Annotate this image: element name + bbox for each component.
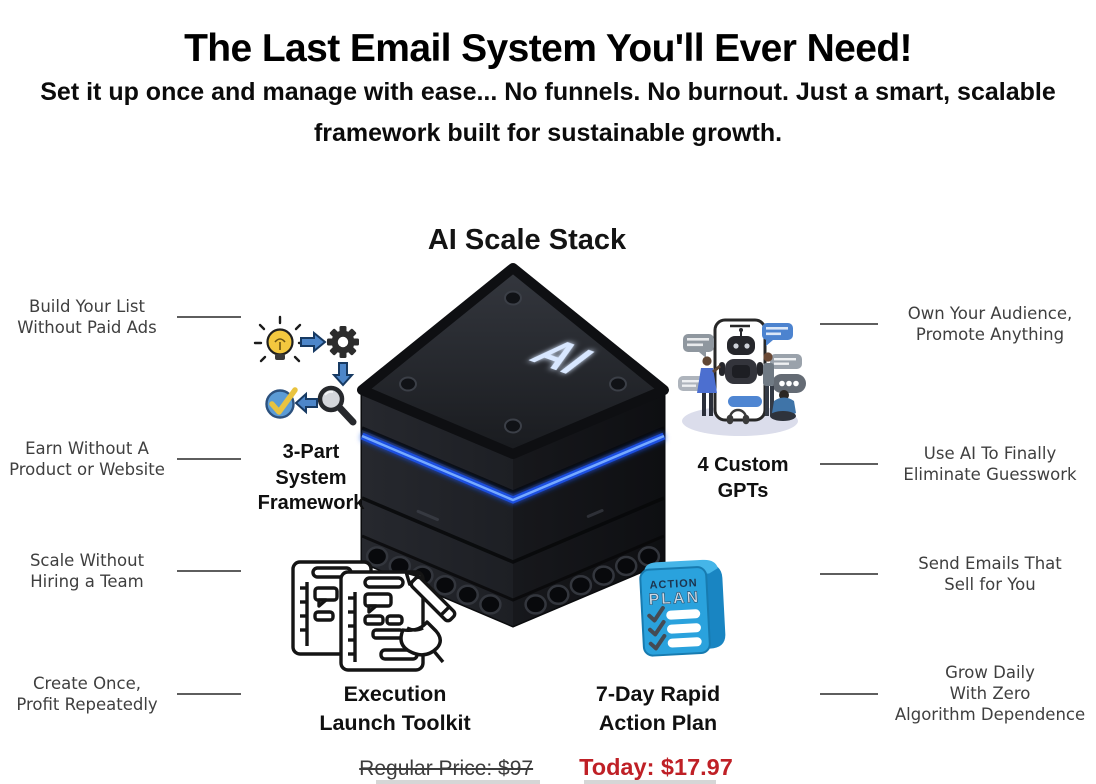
benefit-label: Build Your List Without Paid Ads bbox=[17, 297, 157, 337]
regular-price: Regular Price: $97 bbox=[359, 757, 534, 780]
feature-label-execution-toolkit: Execution Launch Toolkit bbox=[319, 682, 471, 735]
cube-top-face bbox=[357, 263, 669, 459]
cube-screws bbox=[399, 290, 627, 434]
checklist-rows bbox=[647, 605, 702, 651]
cube-face-marking bbox=[416, 509, 439, 522]
cube-seam bbox=[361, 426, 665, 494]
lightbulb-icon bbox=[253, 315, 307, 363]
chatbot-phone-illustration bbox=[678, 318, 806, 436]
benefit-label: Grow Daily With Zero Algorithm Dependenc… bbox=[894, 663, 1086, 724]
phone-button bbox=[728, 396, 762, 407]
arrow-left-icon bbox=[294, 391, 318, 415]
connector-line bbox=[177, 693, 241, 695]
benefit-scale-without-team: Scale Without Hiring a Team bbox=[2, 550, 241, 592]
connector-line bbox=[820, 692, 878, 695]
benefit-build-your-list: Build Your List Without Paid Ads bbox=[2, 296, 241, 338]
arrow-right-icon bbox=[300, 330, 327, 354]
benefit-label: Scale Without Hiring a Team bbox=[29, 551, 145, 591]
cutoff-text-strip bbox=[376, 780, 540, 784]
cube-seam bbox=[361, 534, 665, 602]
connector-line bbox=[820, 463, 878, 465]
benefit-create-once: Create Once, Profit Repeatedly bbox=[2, 673, 241, 715]
arrow-down-icon bbox=[331, 362, 355, 387]
connector-line bbox=[177, 316, 241, 318]
cube-face-marking bbox=[586, 509, 604, 518]
speech-bubble-gray-icon bbox=[678, 334, 802, 391]
subheadline: Set it up once and manage with ease... N… bbox=[40, 78, 1056, 147]
robot-icon bbox=[719, 328, 763, 384]
diagram-title: AI Scale Stack bbox=[427, 224, 627, 256]
feature-label-action-plan: 7-Day Rapid Action Plan bbox=[595, 682, 721, 735]
benefit-eliminate-guesswork: Use AI To Finally Eliminate Guesswork bbox=[820, 443, 1096, 485]
idea-to-check-workflow-icons bbox=[253, 315, 359, 426]
checkmark-icon bbox=[265, 387, 298, 419]
notebook-title-line2: PLAN bbox=[648, 589, 700, 609]
today-price: Today: $17.97 bbox=[579, 754, 733, 780]
connector-line bbox=[820, 573, 878, 575]
benefit-grow-daily: Grow Daily With Zero Algorithm Dependenc… bbox=[820, 662, 1096, 725]
benefit-emails-that-sell: Send Emails That Sell for You bbox=[820, 553, 1096, 595]
ai-cube-illustration: AI bbox=[357, 263, 669, 628]
pricing-row: Regular Price: $97 Today: $17.97 bbox=[0, 754, 1092, 781]
benefit-label: Earn Without A Product or Website bbox=[9, 439, 165, 479]
connector-line bbox=[177, 570, 241, 572]
benefit-earn-without-product: Earn Without A Product or Website bbox=[2, 438, 241, 480]
speech-bubble-blue-icon bbox=[762, 323, 793, 346]
benefit-label: Own Your Audience, Promote Anything bbox=[907, 304, 1073, 344]
cube-blue-glow-core bbox=[361, 434, 665, 502]
benefit-label: Create Once, Profit Repeatedly bbox=[16, 674, 158, 714]
connector-line bbox=[820, 323, 878, 325]
notebook-title-line1: ACTION bbox=[649, 577, 698, 592]
action-plan-notebook-icon: ACTION PLAN bbox=[639, 559, 726, 657]
leaning-man-figure bbox=[763, 352, 774, 416]
gear-icon bbox=[327, 326, 359, 358]
feature-label-4-custom-gpts: 4 Custom GPTs bbox=[697, 454, 789, 502]
headline: The Last Email System You'll Ever Need! bbox=[184, 27, 912, 71]
connector-line bbox=[177, 458, 241, 460]
benefit-own-audience: Own Your Audience, Promote Anything bbox=[820, 303, 1096, 345]
benefit-label: Use AI To Finally Eliminate Guesswork bbox=[903, 444, 1077, 484]
headphones-icon bbox=[726, 408, 750, 425]
feature-label-3-part-framework: 3-Part System Framework bbox=[257, 441, 365, 514]
sitting-man-figure bbox=[770, 390, 796, 421]
hand-with-pen-icon bbox=[399, 570, 457, 664]
cutoff-text-strip bbox=[584, 780, 716, 784]
typing-dots-bubble-icon bbox=[772, 374, 806, 393]
magnifier-icon bbox=[317, 385, 357, 426]
standing-woman-figure bbox=[697, 356, 721, 416]
hand-checklist-illustration bbox=[291, 560, 457, 672]
cube-seam bbox=[361, 496, 665, 564]
benefit-label: Send Emails That Sell for You bbox=[918, 554, 1062, 594]
